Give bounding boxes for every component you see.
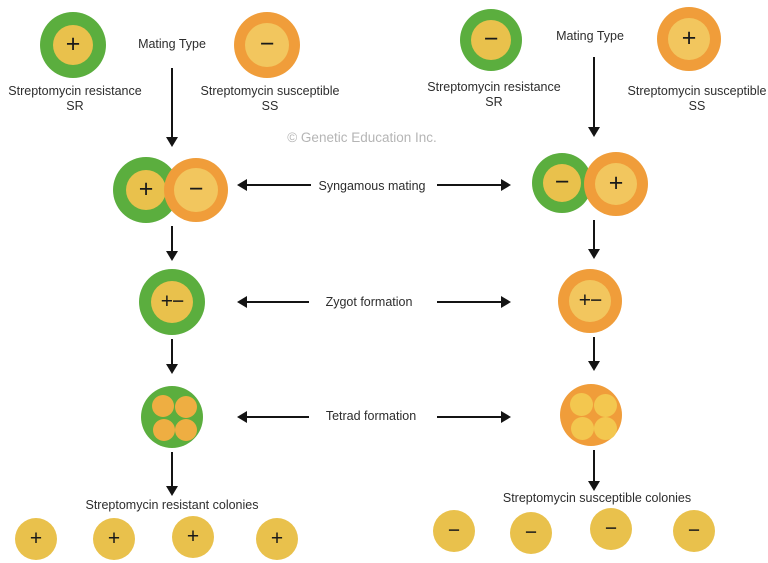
cell-nucleus: −: [174, 168, 218, 212]
right-susceptible-label: Streptomycin susceptible SS: [628, 84, 767, 114]
arrow-to-right: [437, 296, 511, 308]
cell-nucleus: −: [471, 20, 511, 60]
right-parent-resistant-cell: −: [460, 9, 522, 71]
arrow-to-right: [437, 411, 511, 423]
left-tetrad-cell: [141, 386, 203, 448]
right-zygote-cell: +−: [558, 269, 622, 333]
cell-nucleus: +: [126, 170, 166, 210]
cell-nucleus: −: [245, 23, 289, 67]
right-resistant-label: Streptomycin resistance SR: [427, 80, 560, 110]
cell-nucleus: +: [53, 25, 93, 65]
mating-sign: −: [554, 167, 570, 196]
abbr-line: SR: [66, 99, 84, 113]
step-tetrad-label: Tetrad formation: [325, 409, 417, 423]
left-resistant-label: Streptomycin resistance SR: [8, 84, 141, 114]
label-line: Streptomycin susceptible: [627, 84, 767, 98]
mating-sign: +: [138, 174, 154, 203]
right-pair-orange-cell: +: [584, 152, 648, 216]
down-arrow: [171, 339, 173, 365]
resistant-colony: +: [172, 516, 214, 558]
colony-sign: +: [107, 526, 121, 550]
resistant-colony: +: [93, 518, 135, 560]
right-tetrad-cell: [560, 384, 622, 446]
abbr-line: SS: [261, 99, 279, 113]
left-pair-orange-cell: −: [164, 158, 228, 222]
down-arrow: [593, 220, 595, 250]
left-susceptible-label: Streptomycin susceptible SS: [201, 84, 340, 114]
colony-sign: +: [270, 526, 284, 550]
arrow-to-left: [237, 179, 311, 191]
susceptible-colony: −: [673, 510, 715, 552]
colony-sign: −: [604, 516, 618, 540]
susceptible-colony: −: [510, 512, 552, 554]
tetrad-spore: [594, 417, 617, 440]
arrow-to-right: [437, 179, 511, 191]
label-line: Streptomycin resistance: [427, 80, 561, 94]
cell-nucleus: +: [595, 163, 637, 205]
left-colonies-label: Streptomycin resistant colonies: [85, 498, 259, 512]
cell-nucleus: +: [668, 18, 710, 60]
colony-sign: +: [29, 526, 43, 550]
colony-sign: −: [687, 518, 701, 542]
label-line: Streptomycin susceptible: [200, 84, 340, 98]
mating-sign: +: [608, 168, 624, 197]
cell-nucleus: +−: [569, 280, 611, 322]
step-zygote-label: Zygot formation: [325, 295, 413, 309]
zygote-signs: +−: [160, 289, 185, 313]
right-colonies-label: Streptomycin susceptible colonies: [502, 491, 692, 505]
cell-nucleus: +−: [151, 281, 193, 323]
mating-sign: +: [681, 23, 697, 52]
right-mating-type-label: Mating Type: [556, 29, 624, 43]
tetrad-spore: [175, 396, 197, 418]
mating-sign: −: [259, 29, 275, 58]
down-arrow: [593, 337, 595, 362]
tetrad-spore: [153, 419, 175, 441]
susceptible-colony: −: [590, 508, 632, 550]
mating-sign: −: [188, 174, 204, 203]
tetrad-spore: [571, 417, 594, 440]
watermark: © Genetic Education Inc.: [287, 130, 437, 145]
tetrad-spore: [570, 393, 593, 416]
label-line: Streptomycin resistance: [8, 84, 142, 98]
resistant-colony: +: [15, 518, 57, 560]
arrow-to-left: [237, 296, 309, 308]
down-arrow: [171, 68, 173, 138]
left-zygote-cell: +−: [139, 269, 205, 335]
tetrad-spore: [152, 395, 174, 417]
mating-sign: −: [483, 24, 499, 53]
left-parent-resistant-cell: +: [40, 12, 106, 78]
down-arrow: [593, 57, 595, 128]
susceptible-colony: −: [433, 510, 475, 552]
mating-sign: +: [65, 29, 81, 58]
step-syngamous-label: Syngamous mating: [318, 179, 426, 193]
right-pair-green-cell: −: [532, 153, 592, 213]
down-arrow: [171, 452, 173, 487]
abbr-line: SS: [688, 99, 706, 113]
down-arrow: [171, 226, 173, 252]
arrow-to-left: [237, 411, 309, 423]
left-parent-susceptible-cell: −: [234, 12, 300, 78]
colony-sign: +: [186, 524, 200, 548]
zygote-signs: +−: [578, 288, 603, 312]
left-mating-type-label: Mating Type: [138, 37, 206, 51]
resistant-colony: +: [256, 518, 298, 560]
right-parent-susceptible-cell: +: [657, 7, 721, 71]
down-arrow: [593, 450, 595, 482]
tetrad-spore: [594, 394, 617, 417]
tetrad-spore: [175, 419, 197, 441]
abbr-line: SR: [485, 95, 503, 109]
colony-sign: −: [447, 518, 461, 542]
colony-sign: −: [524, 520, 538, 544]
cell-nucleus: −: [543, 164, 581, 202]
